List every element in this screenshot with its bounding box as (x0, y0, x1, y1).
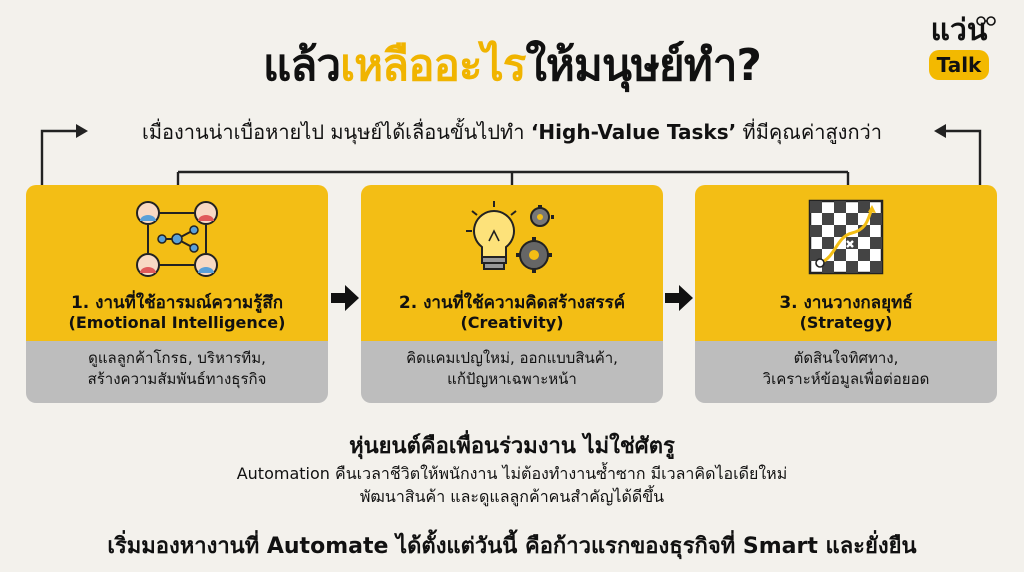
left-loop-line (40, 129, 78, 186)
card-1-desc-line2: สร้างความสัมพันธ์ทางธุรกิจ (87, 370, 267, 388)
card-1-title: 1. งานที่ใช้อารมณ์ความรู้สึก (70, 293, 284, 313)
card-3-title: 3. งานวางกลยุทธ์ (779, 293, 913, 313)
card-2-subtitle: (Creativity) (460, 313, 564, 332)
strategy-board-icon (808, 199, 884, 275)
footer-headline: หุ่นยนต์คือเพื่อนร่วมงาน ไม่ใช่ศัตรู (349, 434, 675, 459)
card-strategy: 3. งานวางกลยุทธ์ (Strategy) ตัดสินใจทิศท… (695, 185, 997, 403)
subtitle-before: เมื่องานน่าเบื่อหายไป มนุษย์ได้เลื่อนขั้… (141, 120, 531, 144)
logo-badge: Talk (928, 50, 990, 80)
subtitle-highlight: ‘High-Value Tasks’ (530, 120, 737, 144)
card-1-description: ดูแลลูกค้าโกรธ, บริหารทีม, สร้างความสัมพ… (26, 341, 328, 403)
subtitle-after: ที่มีคุณค่าสูงกว่า (736, 120, 883, 144)
footer-body: Automation คืนเวลาชีวิตให้พนักงาน ไม่ต้อ… (0, 462, 1024, 508)
left-arrowhead (76, 124, 88, 138)
title-part1: แล้ว (263, 40, 341, 91)
title-part2: ให้มนุษย์ทำ? (525, 40, 762, 91)
subtitle: เมื่องานน่าเบื่อหายไป มนุษย์ได้เลื่อนขั้… (90, 116, 934, 148)
card-1-desc-line1: ดูแลลูกค้าโกรธ, บริหารทีม, (88, 349, 266, 367)
card-2-desc-line2: แก้ปัญหาเฉพาะหน้า (447, 370, 577, 388)
card-emotional-intelligence: 1. งานที่ใช้อารมณ์ความรู้สึก (Emotional … (26, 185, 328, 403)
card-2-description: คิดแคมเปญใหม่, ออกแบบสินค้า, แก้ปัญหาเฉพ… (361, 341, 663, 403)
right-loop-line (944, 129, 982, 186)
card-1-subtitle: (Emotional Intelligence) (68, 313, 286, 332)
card-3-subtitle: (Strategy) (799, 313, 893, 332)
footer-cta: เริ่มมองหางานที่ Automate ได้ตั้งแต่วันน… (107, 534, 917, 559)
card-creativity: 2. งานที่ใช้ความคิดสร้างสรรค์ (Creativit… (361, 185, 663, 403)
people-network-icon (136, 201, 218, 277)
brand-logo: แว่น Talk (922, 14, 996, 80)
title-highlight: เหลืออะไร (340, 40, 526, 91)
right-arrowhead (934, 124, 946, 138)
glasses-icon (976, 16, 996, 26)
page-title: แล้วเหลืออะไรให้มนุษย์ทำ? (0, 30, 1024, 100)
footer-line2: พัฒนาสินค้า และดูแลลูกค้าคนสำคัญได้ดีขึ้… (359, 487, 665, 506)
card-3-desc-line2: วิเคราะห์ข้อมูลเพื่อต่อยอด (762, 370, 930, 388)
arrow-right-icon (331, 285, 359, 311)
lightbulb-gears-icon (466, 201, 554, 273)
card-2-title: 2. งานที่ใช้ความคิดสร้างสรรค์ (398, 293, 626, 313)
footer-line1: Automation คืนเวลาชีวิตให้พนักงาน ไม่ต้อ… (236, 464, 788, 483)
card-2-desc-line1: คิดแคมเปญใหม่, ออกแบบสินค้า, (406, 349, 618, 367)
card-3-desc-line1: ตัดสินใจทิศทาง, (793, 349, 899, 367)
card-3-description: ตัดสินใจทิศทาง, วิเคราะห์ข้อมูลเพื่อต่อย… (695, 341, 997, 403)
arrow-right-icon (665, 285, 693, 311)
